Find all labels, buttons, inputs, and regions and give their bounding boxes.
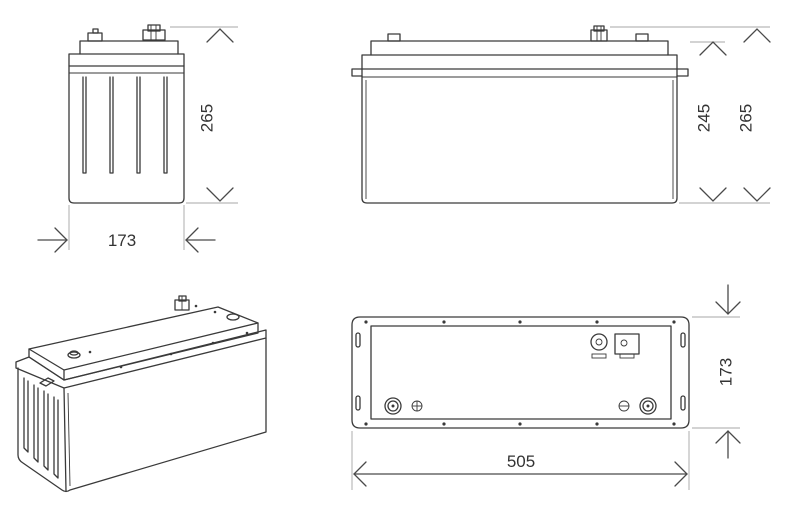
side-total-height-label: 265	[737, 104, 756, 132]
iso-ribs	[23, 377, 59, 479]
front-view	[68, 24, 238, 250]
side-lid	[370, 40, 669, 56]
minus-symbol-icon	[618, 400, 630, 412]
side-terminal-right	[590, 25, 608, 42]
front-lid	[79, 40, 179, 55]
front-height-label: 265	[198, 104, 217, 132]
front-terminal-left-cap	[92, 28, 99, 34]
front-ribs	[82, 76, 168, 174]
top-screws	[364, 320, 676, 426]
side-terminal-left	[387, 33, 401, 42]
side-body-height-dimension	[699, 41, 727, 202]
side-body	[361, 68, 678, 204]
iso-rim	[15, 329, 267, 389]
top-view	[351, 316, 740, 490]
front-height-dimension	[206, 28, 234, 202]
top-depth-dimension	[715, 284, 741, 459]
front-body	[68, 65, 185, 204]
comm-port	[590, 333, 608, 359]
iso-terminal-negative	[67, 350, 81, 359]
top-terminal-negative	[384, 397, 402, 415]
top-terminal-positive	[639, 397, 657, 415]
side-body-height-label: 245	[695, 104, 714, 132]
iso-terminal-positive	[174, 295, 190, 311]
top-length-dimension	[353, 461, 688, 487]
side-view	[351, 25, 770, 204]
plus-symbol-icon	[411, 400, 423, 412]
isometric-view	[15, 295, 267, 493]
front-width-dimension	[37, 227, 216, 253]
top-flange	[351, 316, 690, 429]
side-total-height-dimension	[743, 28, 771, 202]
reset-switch	[614, 333, 640, 359]
top-length-label: 505	[507, 452, 535, 471]
top-lid	[370, 325, 672, 420]
side-lid-rim	[361, 54, 678, 70]
iso-body	[17, 337, 267, 493]
side-handle-right	[676, 68, 689, 77]
front-lid-rim	[68, 53, 185, 67]
front-width-label: 173	[108, 231, 136, 250]
front-terminal-left	[87, 32, 103, 42]
top-depth-label: 173	[717, 358, 736, 386]
iso-vent	[226, 313, 240, 321]
front-terminal-right	[142, 24, 166, 41]
side-vent	[635, 33, 649, 42]
iso-lid-front	[63, 322, 259, 381]
side-handle-left	[351, 68, 363, 77]
